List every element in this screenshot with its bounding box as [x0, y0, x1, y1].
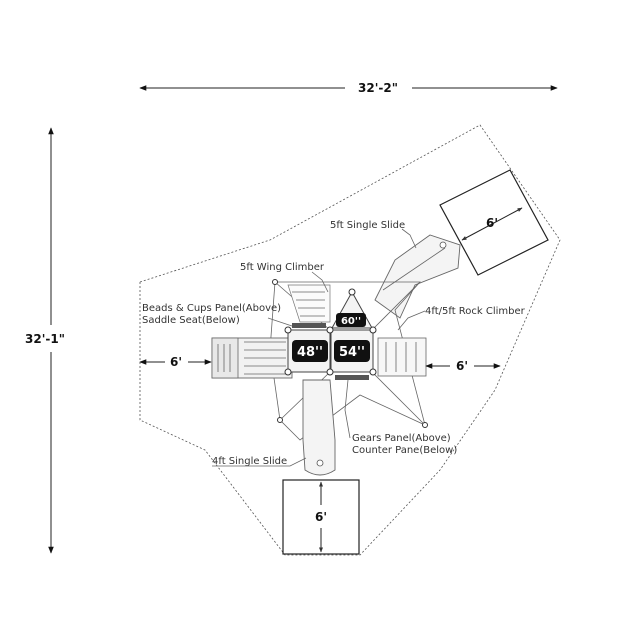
gears-panel [335, 375, 369, 380]
deck-48: 48'' [287, 329, 331, 373]
right-rock-climber [377, 337, 427, 377]
slide-4ft [302, 379, 336, 476]
deck-60-label: 60'' [341, 316, 361, 327]
safety-zone-boundary [139, 124, 561, 556]
deck-54-label: 54'' [339, 345, 365, 360]
top-slide-zone-dim [461, 207, 523, 241]
top-slide-zone-label: 6' [486, 216, 498, 230]
bottom-slide-zone-label: 6' [315, 510, 327, 524]
label-rock-climber: 4ft/5ft Rock Climber [425, 306, 526, 317]
deck-48-label: 48'' [297, 345, 323, 360]
deck-60: 60'' [331, 290, 373, 329]
label-slide-4ft: 4ft Single Slide [212, 456, 287, 467]
label-beads-panel: Beads & Cups Panel(Above) [142, 303, 281, 314]
left-walkway [211, 337, 293, 379]
label-wing-climber: 5ft Wing Climber [240, 262, 325, 273]
overall-depth-label: 32'-1" [25, 332, 65, 346]
slide-5ft [374, 234, 461, 319]
left-clearance-label: 6' [170, 355, 182, 369]
label-counter-panel: Counter Pane(Below) [352, 445, 457, 456]
overall-width-label: 32'-2" [358, 81, 398, 95]
wing-climber [287, 284, 331, 323]
label-slide-5ft: 5ft Single Slide [330, 220, 405, 231]
beads-cups-panel [292, 323, 326, 328]
deck-54: 54'' [330, 329, 374, 373]
label-gears-panel: Gears Panel(Above) [352, 433, 451, 444]
right-clearance-label: 6' [456, 359, 468, 373]
label-saddle-seat: Saddle Seat(Below) [142, 315, 240, 326]
deck-posts [272, 279, 428, 428]
